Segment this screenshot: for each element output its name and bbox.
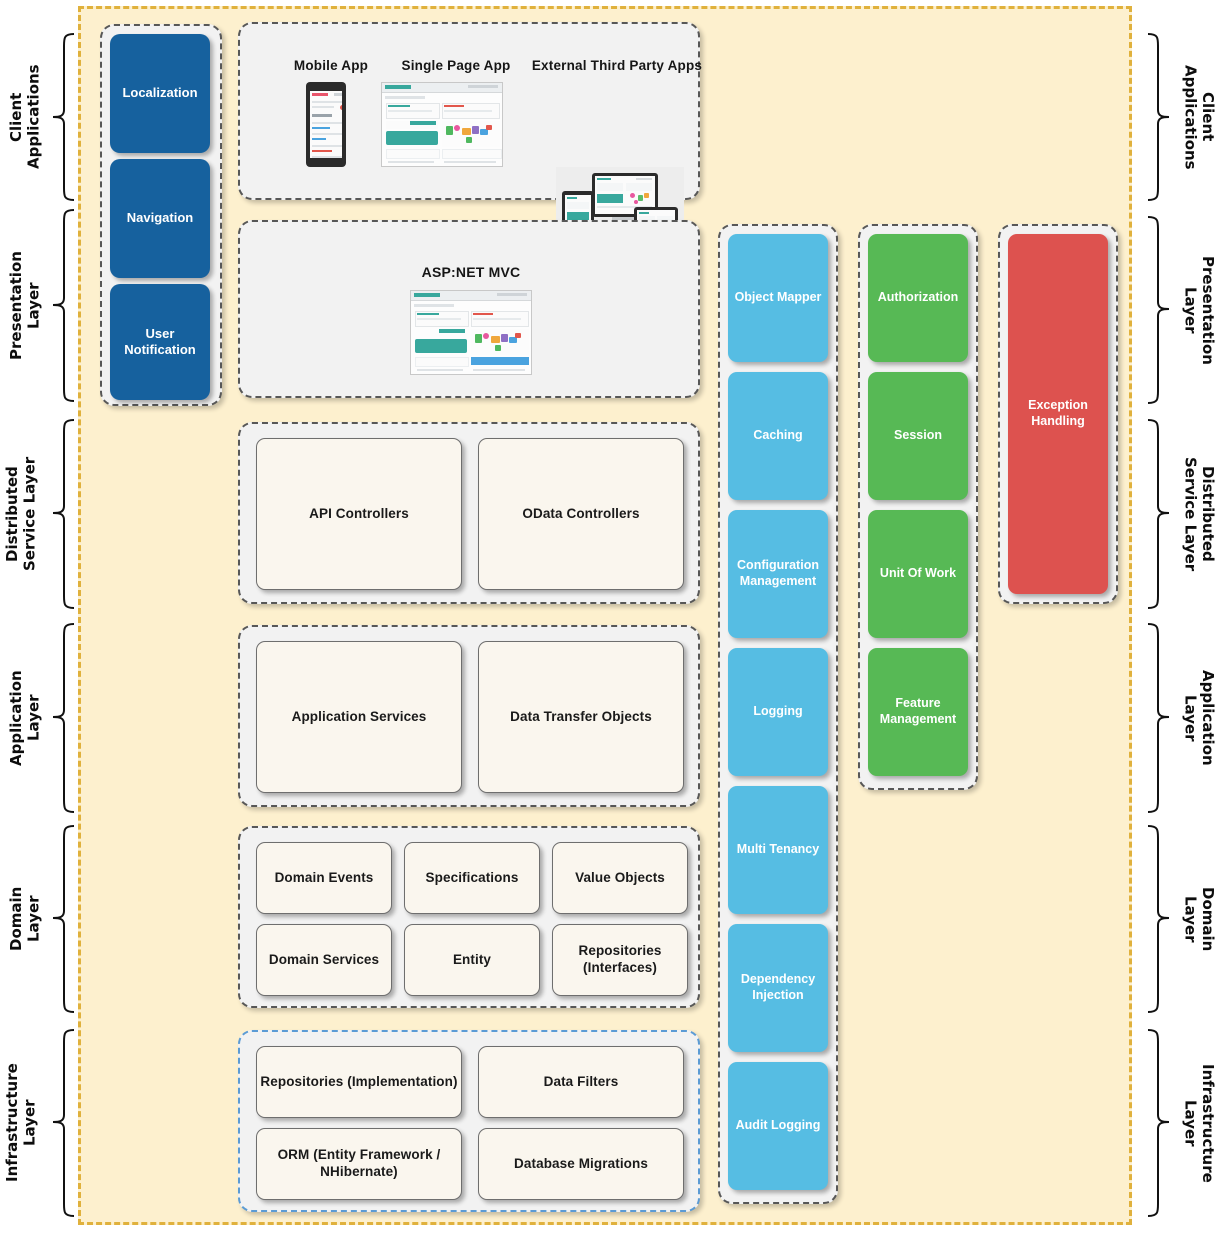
single-page-app-thumbnail <box>381 82 503 167</box>
right-bracket-infrastructure-layer <box>1146 1028 1172 1218</box>
tile-object-mapper[interactable]: Object Mapper <box>728 234 828 362</box>
panel-cross-cutting-cyan: Object Mapper Caching Configuration Mana… <box>718 224 838 1204</box>
tile-logging[interactable]: Logging <box>728 648 828 776</box>
left-label-infrastructure-layer: Infrastructure Layer <box>3 1063 39 1183</box>
tile-authorization[interactable]: Authorization <box>868 234 968 362</box>
tile-audit-logging[interactable]: Audit Logging <box>728 1062 828 1190</box>
left-bracket-client-applications <box>50 32 76 202</box>
label-external-third-party-apps: External Third Party Apps <box>531 58 703 73</box>
right-label-distributed-service-layer: Distributed Service Layer <box>1181 456 1217 572</box>
tile-api-controllers[interactable]: API Controllers <box>256 438 462 590</box>
right-label-domain-layer: Domain Layer <box>1181 886 1217 952</box>
tile-localization[interactable]: Localization <box>110 34 210 153</box>
tile-odata-controllers[interactable]: OData Controllers <box>478 438 684 590</box>
tile-value-objects[interactable]: Value Objects <box>552 842 688 914</box>
panel-application-layer: Application Services Data Transfer Objec… <box>238 625 700 807</box>
left-label-presentation-layer: Presentation Layer <box>7 251 43 360</box>
tile-repositories-interfaces[interactable]: Repositories (Interfaces) <box>552 924 688 996</box>
panel-distributed-service-layer: API Controllers OData Controllers <box>238 422 700 604</box>
tile-database-migrations[interactable]: Database Migrations <box>478 1128 684 1200</box>
label-single-page-app: Single Page App <box>401 58 511 73</box>
tile-orm[interactable]: ORM (Entity Framework / NHibernate) <box>256 1128 462 1200</box>
tile-application-services[interactable]: Application Services <box>256 641 462 793</box>
tile-entity[interactable]: Entity <box>404 924 540 996</box>
tile-unit-of-work[interactable]: Unit Of Work <box>868 510 968 638</box>
right-bracket-domain-layer <box>1146 824 1172 1014</box>
tile-data-transfer-objects[interactable]: Data Transfer Objects <box>478 641 684 793</box>
tile-domain-events[interactable]: Domain Events <box>256 842 392 914</box>
panel-domain-layer: Domain Events Specifications Value Objec… <box>238 826 700 1008</box>
tile-multi-tenancy[interactable]: Multi Tenancy <box>728 786 828 914</box>
right-bracket-application-layer <box>1146 622 1172 814</box>
tile-caching[interactable]: Caching <box>728 372 828 500</box>
left-bracket-infrastructure-layer <box>50 1028 76 1218</box>
right-label-infrastructure-layer: Infrastructure Layer <box>1181 1063 1217 1183</box>
tile-session[interactable]: Session <box>868 372 968 500</box>
right-bracket-presentation-layer <box>1146 215 1172 405</box>
right-label-client-applications: Client Applications <box>1181 64 1217 170</box>
left-label-distributed-service-layer: Distributed Service Layer <box>3 456 39 572</box>
label-mobile-app: Mobile App <box>293 58 369 73</box>
panel-presentation-aspnet-mvc: ASP:NET MVC <box>238 220 700 398</box>
tile-navigation[interactable]: Navigation <box>110 159 210 278</box>
panel-infrastructure-layer: Repositories (Implementation) Data Filte… <box>238 1030 700 1212</box>
left-bracket-domain-layer <box>50 824 76 1014</box>
aspnet-mvc-dashboard-thumbnail <box>410 290 532 375</box>
left-label-domain-layer: Domain Layer <box>7 886 43 952</box>
panel-cross-cutting-green: Authorization Session Unit Of Work Featu… <box>858 224 978 790</box>
tile-exception-handling[interactable]: Exception Handling <box>1008 234 1108 594</box>
left-bracket-application-layer <box>50 622 76 814</box>
left-bracket-distributed-service-layer <box>50 418 76 610</box>
left-label-client-applications: Client Applications <box>7 64 43 170</box>
panel-cross-cutting-red: Exception Handling <box>998 224 1118 604</box>
panel-shared-ui-concerns: Localization Navigation User Notificatio… <box>100 24 222 406</box>
tile-feature-management[interactable]: Feature Management <box>868 648 968 776</box>
tile-configuration-management[interactable]: Configuration Management <box>728 510 828 638</box>
right-label-application-layer: Application Layer <box>1181 670 1217 766</box>
left-label-application-layer: Application Layer <box>7 670 43 766</box>
mobile-app-thumbnail <box>306 82 346 167</box>
label-aspnet-mvc: ASP:NET MVC <box>421 264 521 280</box>
tile-domain-services[interactable]: Domain Services <box>256 924 392 996</box>
tile-user-notification[interactable]: User Notification <box>110 284 210 400</box>
tile-repositories-implementation[interactable]: Repositories (Implementation) <box>256 1046 462 1118</box>
right-bracket-distributed-service-layer <box>1146 418 1172 610</box>
tile-specifications[interactable]: Specifications <box>404 842 540 914</box>
panel-client-applications: Mobile App Single Page App External Thir… <box>238 22 702 252</box>
right-bracket-client-applications <box>1146 32 1172 202</box>
tile-dependency-injection[interactable]: Dependency Injection <box>728 924 828 1052</box>
left-bracket-presentation-layer <box>50 208 76 403</box>
right-label-presentation-layer: Presentation Layer <box>1181 255 1217 365</box>
tile-data-filters[interactable]: Data Filters <box>478 1046 684 1118</box>
